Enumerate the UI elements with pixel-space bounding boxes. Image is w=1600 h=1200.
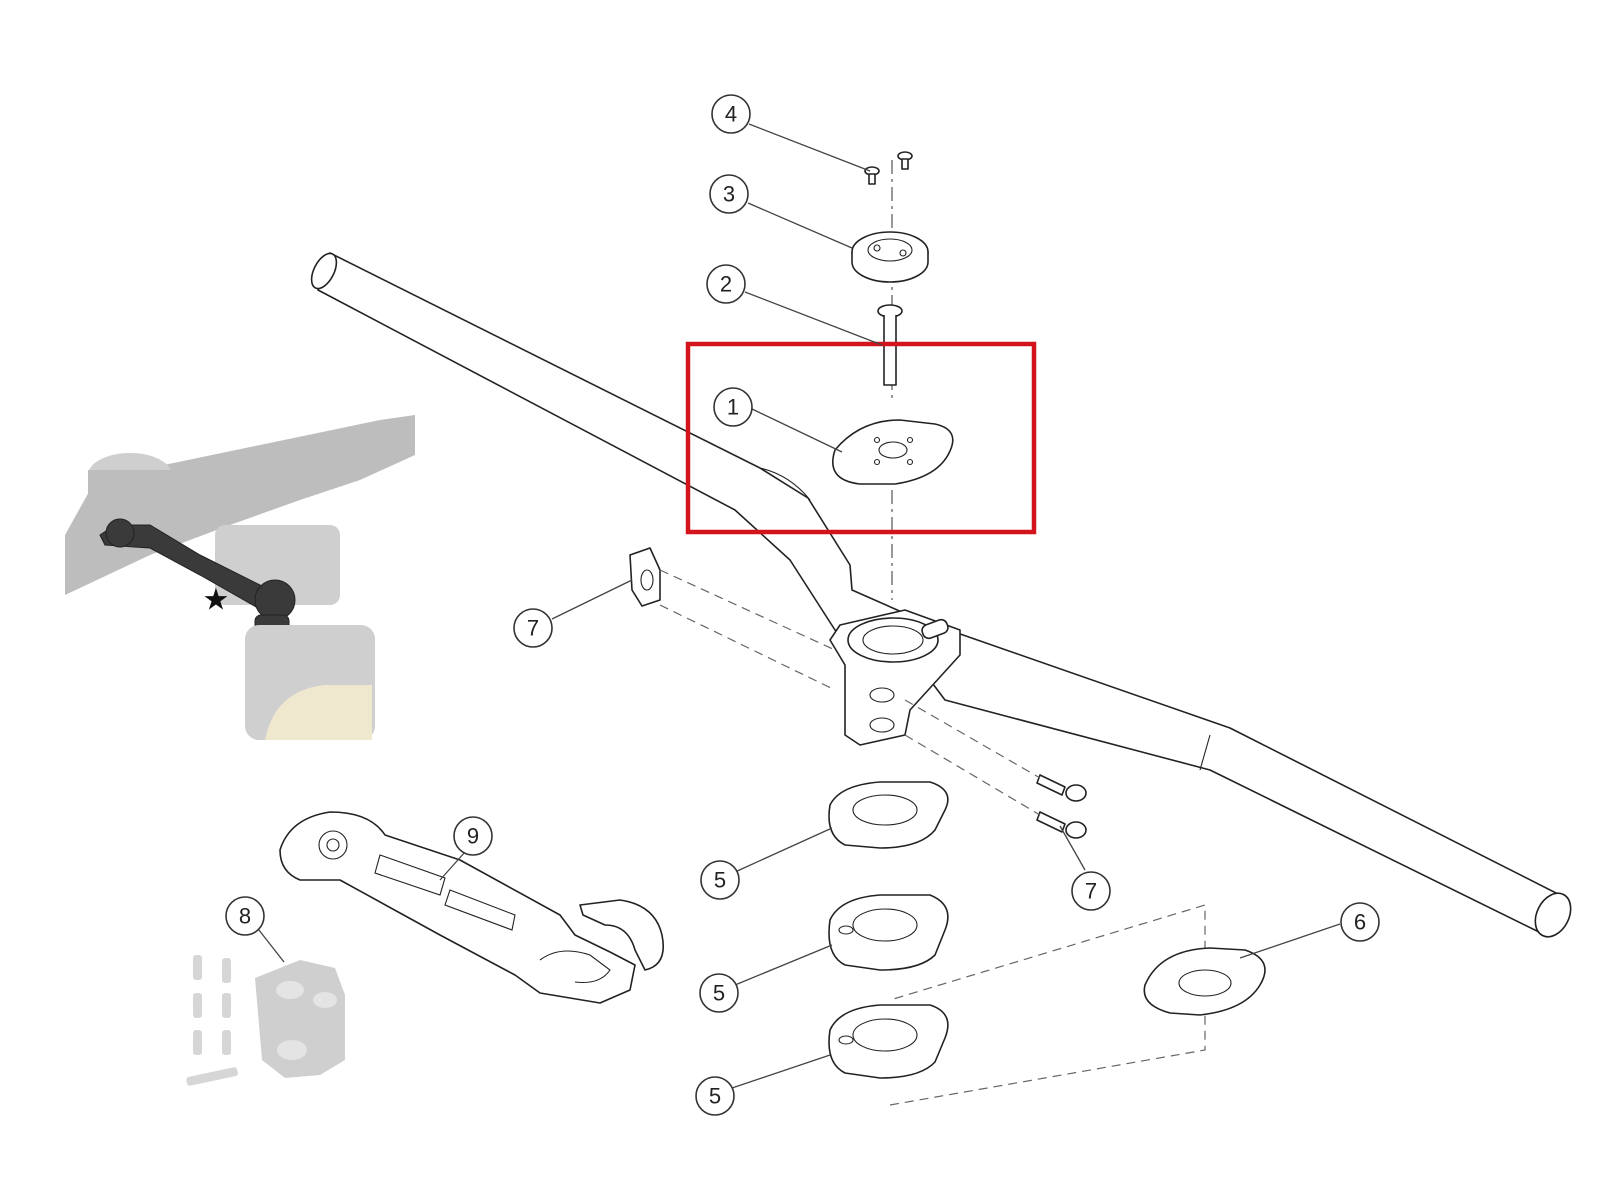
callout-label-7-clip: 7 <box>527 616 539 641</box>
callout-label-3: 3 <box>723 182 735 207</box>
callout-5-bottom: 5 <box>695 1076 735 1116</box>
part-5-spacer-middle <box>828 894 949 971</box>
mount-inset-photo <box>65 415 415 740</box>
part-5-spacer-bottom <box>828 1004 949 1079</box>
part-9-mount-arm <box>279 811 664 1004</box>
highlight-box <box>685 341 1037 535</box>
callout-9: 9 <box>453 816 493 856</box>
part-4-screws <box>864 151 913 185</box>
callout-label-5-middle: 5 <box>713 981 725 1006</box>
callout-label-6: 6 <box>1354 910 1366 935</box>
part-3-mount-plate <box>851 231 929 283</box>
callout-label-8: 8 <box>239 904 251 929</box>
callout-8: 8 <box>225 896 265 936</box>
callout-label-2: 2 <box>720 272 732 297</box>
part-1-top-cap <box>832 419 954 485</box>
callout-label-5-top: 5 <box>714 868 726 893</box>
part-2-bolt <box>877 304 903 386</box>
callout-4: 4 <box>711 94 751 134</box>
part-5-spacer-top <box>828 781 949 849</box>
callout-7-clip: 7 <box>513 608 553 648</box>
callout-6: 6 <box>1340 902 1380 942</box>
callout-5-top: 5 <box>700 860 740 900</box>
part-7-bolts <box>1036 774 1087 839</box>
star-marker: ★ <box>203 583 230 618</box>
callout-label-7-bolts: 7 <box>1085 879 1097 904</box>
callout-label-4: 4 <box>725 102 737 127</box>
callout-label-1: 1 <box>727 395 739 420</box>
callout-3: 3 <box>709 174 749 214</box>
part-7-clip <box>629 547 661 607</box>
part-6-cover <box>1143 947 1266 1016</box>
leader-lines <box>254 123 1341 1089</box>
callout-1: 1 <box>713 387 753 427</box>
handlebar <box>310 252 1572 938</box>
callout-7-bolts: 7 <box>1071 871 1111 911</box>
callout-2: 2 <box>706 264 746 304</box>
callout-label-5-bottom: 5 <box>709 1084 721 1109</box>
callout-5-middle: 5 <box>699 973 739 1013</box>
callout-label-9: 9 <box>467 824 479 849</box>
part-8-adapter-kit <box>186 955 345 1086</box>
